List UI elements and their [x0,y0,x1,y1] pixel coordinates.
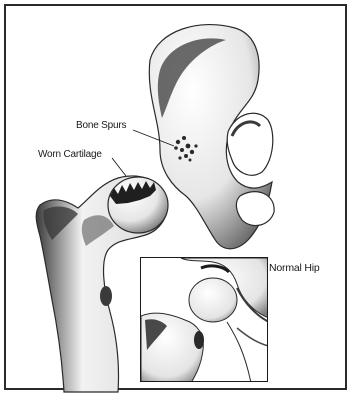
worn-cartilage-leader [112,158,126,176]
normal-hip-inset [140,257,268,382]
bone-spurs-label: Bone Spurs [76,120,126,131]
normal-hip-icon [141,258,268,382]
normal-hip-label: Normal Hip [269,262,320,274]
pelvis-bone [149,25,274,249]
worn-cartilage-label: Worn Cartilage [38,149,102,160]
